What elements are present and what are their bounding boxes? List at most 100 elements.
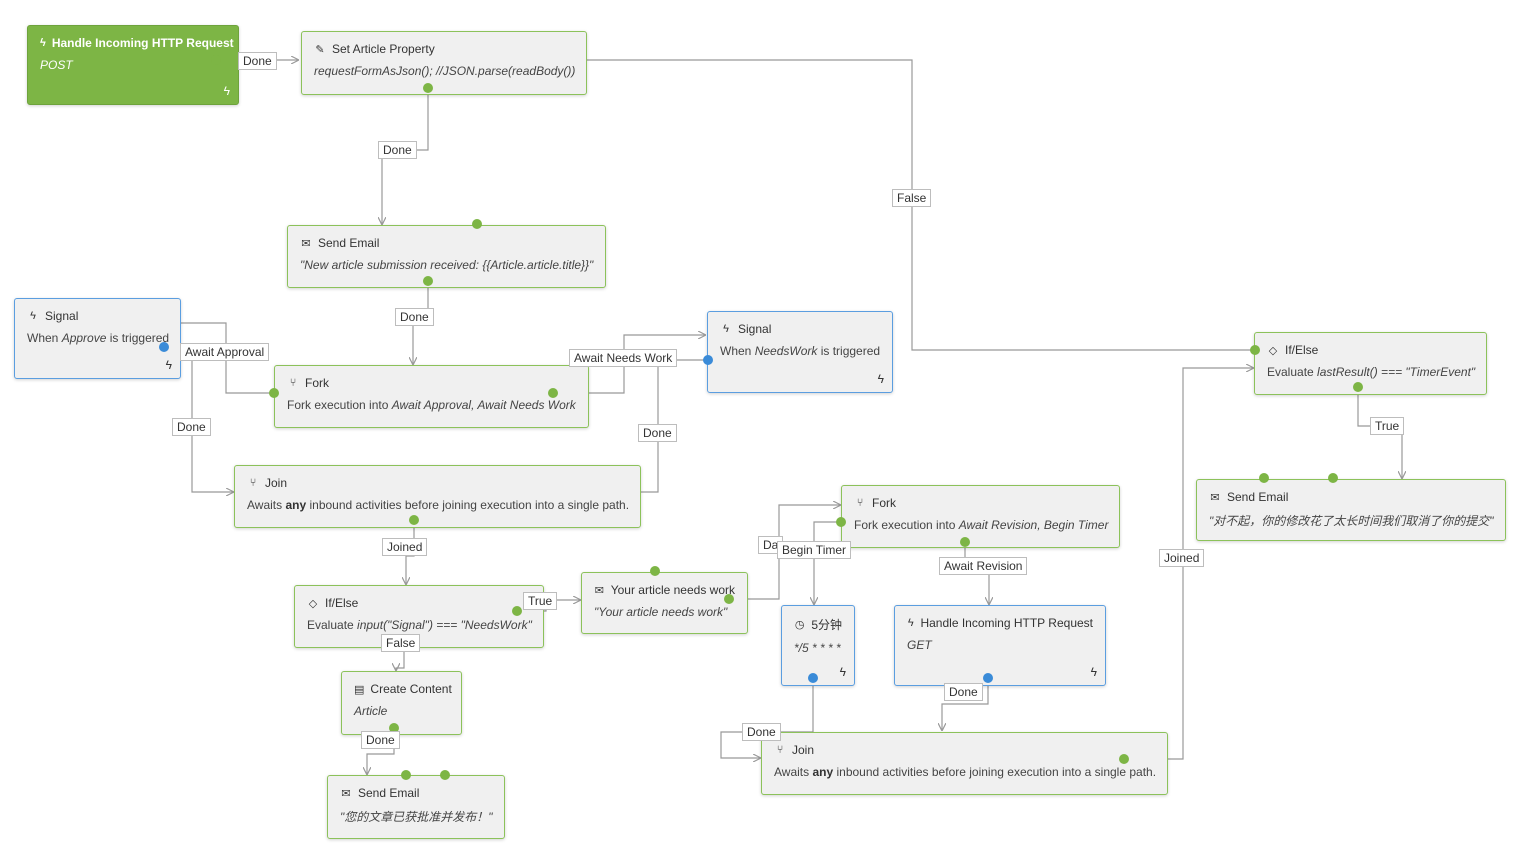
node-ifelse-2[interactable]: ◇If/Else Evaluate lastResult() === "Time…	[1254, 332, 1487, 395]
node-title: Send Email	[318, 236, 380, 250]
outcome-port[interactable]	[423, 83, 433, 93]
outcome-port[interactable]	[548, 388, 558, 398]
node-send-email-2[interactable]: ✉ Send Email "您的文章已获批准并发布！"	[327, 775, 505, 839]
outcome-port[interactable]	[409, 515, 419, 525]
node-fork-2[interactable]: ⑂Fork Fork execution into Await Revision…	[841, 485, 1120, 548]
node-title: Fork	[872, 496, 896, 510]
outcome-port[interactable]	[440, 770, 450, 780]
outcome-port[interactable]	[401, 770, 411, 780]
diamond-icon: ◇	[308, 597, 318, 610]
lightning-icon: ϟ	[877, 372, 884, 386]
desc-prefix: When	[27, 331, 62, 345]
desc-suffix: is triggered	[817, 344, 881, 358]
document-icon: ▤	[354, 683, 365, 696]
outcome-port[interactable]	[960, 537, 970, 547]
pencil-icon: ✎	[315, 43, 325, 56]
node-desc: "您的文章已获批准并发布！"	[340, 810, 493, 824]
node-title: Send Email	[358, 786, 420, 800]
edge-label-done: Done	[378, 141, 417, 159]
outcome-port[interactable]	[650, 566, 660, 576]
edge-label-begin-timer: Begin Timer	[777, 541, 852, 559]
signal-name: Approve	[61, 331, 107, 345]
edge-label-done: Done	[638, 424, 677, 442]
outcome-port[interactable]	[1250, 345, 1260, 355]
desc-emphasis: any	[812, 765, 834, 779]
node-set-article-property[interactable]: ✎Set Article Property requestFormAsJson(…	[301, 31, 587, 95]
outcome-port[interactable]	[1353, 382, 1363, 392]
edge-label-await-revision: Await Revision	[939, 557, 1028, 575]
lightning-icon: ϟ	[223, 84, 230, 98]
desc-suffix: inbound activities before joining execut…	[306, 498, 630, 512]
desc-prefix: Awaits	[247, 498, 286, 512]
lightning-icon: ϟ	[1090, 665, 1097, 679]
outcome-port[interactable]	[703, 355, 713, 365]
edge-label-await-approval: Await Approval	[180, 343, 270, 361]
outcome-port[interactable]	[836, 517, 846, 527]
outcome-port[interactable]	[423, 276, 433, 286]
node-desc: "Your article needs work"	[594, 605, 728, 619]
lightning-icon: ϟ	[165, 358, 172, 372]
lightning-icon: ϟ	[839, 665, 846, 679]
edge-fork2-to-timer	[814, 521, 841, 604]
outcome-port[interactable]	[472, 219, 482, 229]
node-needs-work-email[interactable]: ✉ Your article needs work "Your article n…	[581, 572, 748, 634]
outcome-port[interactable]	[389, 723, 399, 733]
envelope-icon: ✉	[594, 584, 604, 597]
desc-prefix: Fork execution into	[287, 398, 392, 412]
signal-name: NeedsWork	[754, 344, 818, 358]
desc-prefix: Evaluate	[1267, 365, 1318, 379]
node-title: Handle Incoming HTTP Request	[51, 36, 234, 50]
envelope-icon: ✉	[341, 787, 351, 800]
lightning-icon: ϟ	[907, 617, 914, 629]
outcome-port[interactable]	[808, 673, 818, 683]
node-title: Your article needs work	[610, 583, 735, 597]
node-title: 5分钟	[811, 618, 842, 632]
node-title: Join	[792, 743, 815, 757]
lightning-icon: ϟ	[30, 310, 36, 322]
outcome-port[interactable]	[159, 342, 169, 352]
node-create-content[interactable]: ▤Create Content Article	[341, 671, 462, 735]
node-title: Signal	[738, 322, 772, 336]
node-fork-1[interactable]: ⑂Fork Fork execution into Await Approval…	[274, 365, 589, 428]
desc-suffix: inbound activities before joining execut…	[833, 765, 1157, 779]
outcome-port[interactable]	[269, 388, 279, 398]
outcome-port[interactable]	[211, 55, 221, 65]
outcome-port[interactable]	[724, 594, 734, 604]
outcome-port[interactable]	[1328, 473, 1338, 483]
outcome-port[interactable]	[1119, 754, 1129, 764]
fork-icon: ⑂	[856, 497, 864, 509]
node-desc: "New article submission received: {{Arti…	[300, 258, 594, 272]
desc-prefix: Evaluate	[307, 618, 358, 632]
edge-label-false: False	[892, 189, 932, 207]
node-desc: "对不起，你的修改花了太长时间我们取消了你的提交"	[1209, 514, 1494, 528]
fork-icon: ⑂	[289, 377, 297, 389]
fork-branches: Await Revision, Begin Timer	[958, 518, 1109, 532]
node-desc: */5 * * * *	[794, 641, 841, 655]
node-timer[interactable]: ◷ 5分钟 */5 * * * * ϟ	[781, 605, 855, 686]
edge-label-done: Done	[742, 723, 781, 741]
node-title: Fork	[305, 376, 329, 390]
node-join-1[interactable]: ⑂Join Awaits any inbound activities befo…	[234, 465, 641, 528]
clock-icon: ◷	[794, 619, 805, 631]
outcome-port[interactable]	[1259, 473, 1269, 483]
fork-icon: ⑂	[776, 744, 784, 756]
outcome-port[interactable]	[983, 673, 993, 683]
edge-label-done: Done	[172, 418, 211, 436]
node-title: Send Email	[1227, 490, 1289, 504]
node-send-email-3[interactable]: ✉Send Email "对不起，你的修改花了太长时间我们取消了你的提交"	[1196, 479, 1506, 541]
node-desc: GET	[907, 638, 932, 652]
node-title: Set Article Property	[332, 42, 435, 56]
diamond-icon: ◇	[1268, 344, 1278, 357]
node-join-2[interactable]: ⑂ Join Awaits any inbound activities befo…	[761, 732, 1168, 795]
desc-prefix: Awaits	[774, 765, 813, 779]
condition-expression: lastResult() === "TimerEvent"	[1317, 365, 1476, 379]
outcome-port[interactable]	[512, 606, 522, 616]
edge-label-await-needs-work: Await Needs Work	[569, 349, 678, 367]
envelope-icon: ✉	[301, 237, 311, 250]
node-send-email-1[interactable]: ✉ Send Email "New article submission rece…	[287, 225, 606, 288]
